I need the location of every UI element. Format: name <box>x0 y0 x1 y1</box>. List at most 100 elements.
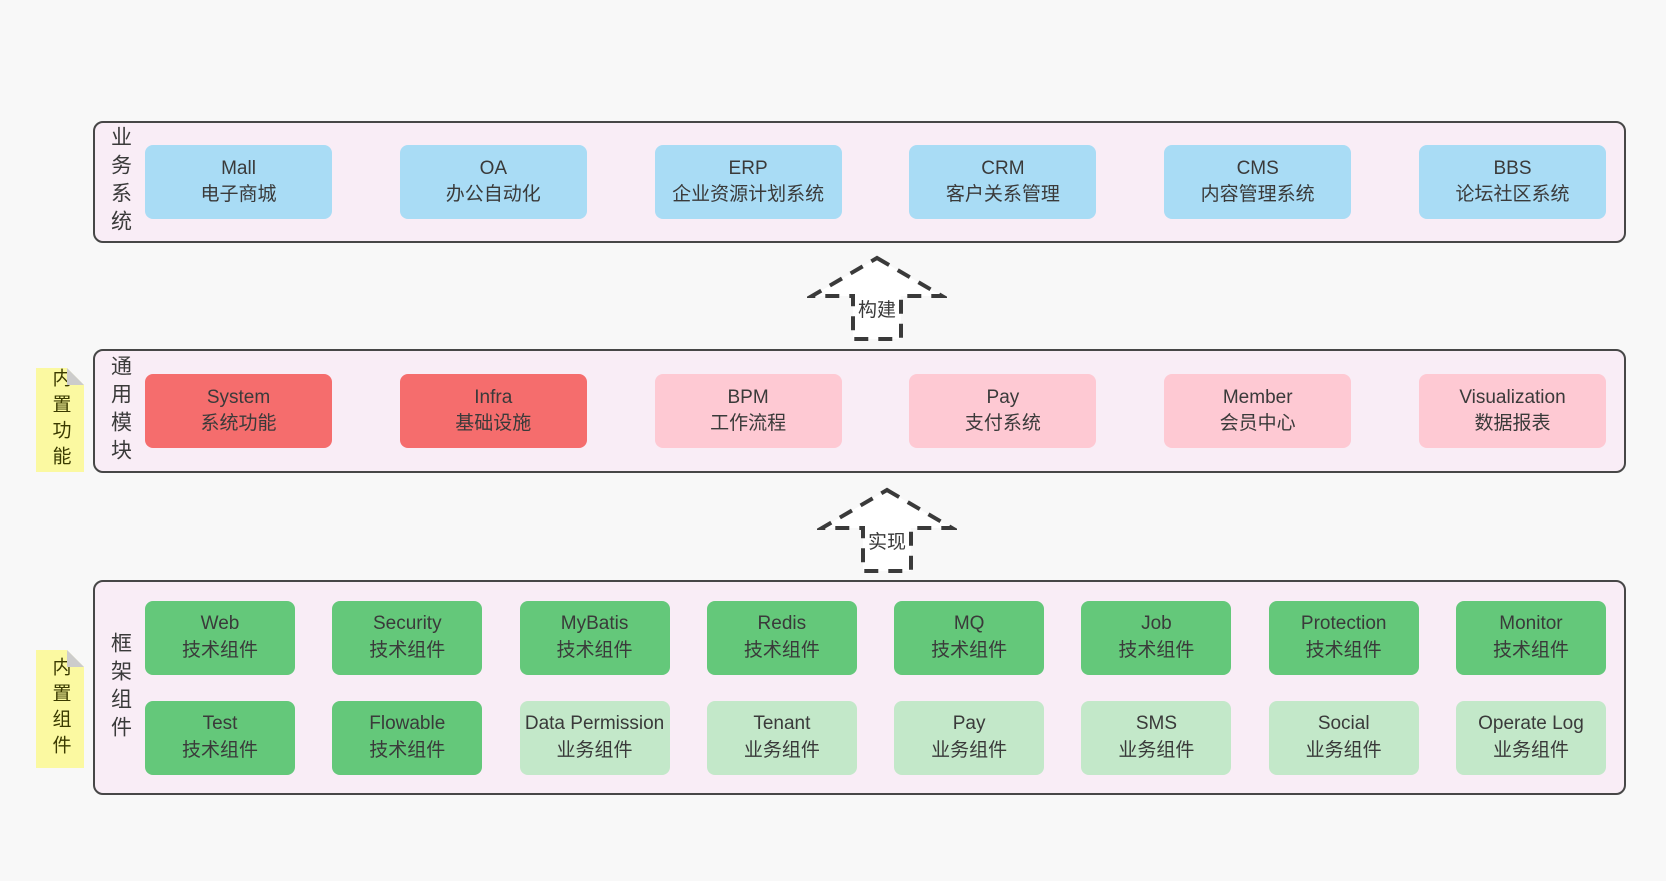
box-title: Pay <box>952 713 986 735</box>
box-subtitle: 企业资源计划系统 <box>672 184 825 205</box>
box-title: Monitor <box>1499 613 1563 635</box>
box-title: SMS <box>1135 713 1177 735</box>
box-subtitle: 业务组件 <box>743 739 820 761</box>
module-boxes: System 系统功能 Infra 基础设施 BPM 工作流程 Pay 支付系统… <box>145 351 1624 471</box>
box-flowable: Flowable 技术组件 <box>332 700 483 775</box>
box-subtitle: 会员中心 <box>1219 413 1296 434</box>
framework-row-1: Web 技术组件 Security 技术组件 MyBatis 技术组件 Redi… <box>145 600 1606 675</box>
box-subtitle: 业务组件 <box>1118 739 1195 761</box>
folded-corner-icon <box>67 368 84 385</box>
box-title: Security <box>372 613 442 635</box>
box-title: Web <box>200 613 240 635</box>
box-subtitle: 业务组件 <box>1492 739 1569 761</box>
box-subtitle: 论坛社区系统 <box>1455 184 1570 205</box>
box-title: Member <box>1222 386 1293 408</box>
box-subtitle: 技术组件 <box>931 639 1008 661</box>
box-subtitle: 办公自动化 <box>445 184 541 205</box>
box-subtitle: 支付系统 <box>964 413 1041 434</box>
common-modules-band: 通用模块 System 系统功能 Infra 基础设施 BPM 工作流程 Pay… <box>93 349 1626 473</box>
box-title: Job <box>1141 613 1172 635</box>
box-title: ERP <box>728 157 768 179</box>
box-title: BBS <box>1493 157 1532 179</box>
box-mq: MQ 技术组件 <box>894 600 1045 675</box>
box-sms: SMS 业务组件 <box>1081 700 1232 775</box>
business-systems-band: 业务系统 Mall 电子商城 OA 办公自动化 ERP 企业资源计划系统 CRM… <box>93 121 1626 243</box>
build-arrow-label: 构建 <box>854 295 900 322</box>
box-bpm: BPM 工作流程 <box>654 374 842 448</box>
business-boxes: Mall 电子商城 OA 办公自动化 ERP 企业资源计划系统 CRM 客户关系… <box>145 123 1624 241</box>
box-job: Job 技术组件 <box>1081 600 1232 675</box>
band-label-modules: 通用模块 <box>95 351 145 471</box>
box-oa: OA 办公自动化 <box>399 145 587 219</box>
band-label-business: 业务系统 <box>95 123 145 241</box>
implement-arrow: 实现 <box>817 487 957 575</box>
box-title: Visualization <box>1459 386 1566 408</box>
box-operate-log: Operate Log 业务组件 <box>1455 700 1606 775</box>
box-subtitle: 工作流程 <box>710 413 787 434</box>
box-crm: CRM 客户关系管理 <box>909 145 1097 219</box>
box-test: Test 技术组件 <box>145 700 295 775</box>
framework-row-2: Test 技术组件 Flowable 技术组件 Data Permission … <box>145 700 1606 775</box>
box-subtitle: 基础设施 <box>455 413 532 434</box>
box-title: Mall <box>221 157 256 179</box>
box-social: Social 业务组件 <box>1268 700 1419 775</box>
box-subtitle: 技术组件 <box>369 639 446 661</box>
box-title: System <box>206 386 271 408</box>
box-title: OA <box>479 157 508 179</box>
box-subtitle: 电子商城 <box>200 184 277 205</box>
box-bbs: BBS 论坛社区系统 <box>1418 145 1606 219</box>
box-web: Web 技术组件 <box>145 600 295 675</box>
box-tenant: Tenant 业务组件 <box>706 700 857 775</box>
box-title: Data Permission <box>524 713 665 735</box>
box-subtitle: 业务组件 <box>556 739 633 761</box>
band-label-text: 业务系统 <box>108 126 132 238</box>
framework-components-band: 框架组件 Web 技术组件 Security 技术组件 MyBatis 技术组件… <box>93 580 1626 795</box>
box-title: CRM <box>981 157 1025 179</box>
box-title: Redis <box>757 613 807 635</box>
box-security: Security 技术组件 <box>332 600 483 675</box>
band-label-framework: 框架组件 <box>95 582 145 793</box>
box-title: Tenant <box>753 713 811 735</box>
box-subtitle: 技术组件 <box>1118 639 1195 661</box>
box-visualization: Visualization 数据报表 <box>1418 374 1606 448</box>
box-subtitle: 技术组件 <box>556 639 633 661</box>
box-subtitle: 内容管理系统 <box>1200 184 1315 205</box>
box-subtitle: 业务组件 <box>1305 739 1382 761</box>
box-title: Social <box>1317 713 1370 735</box>
build-arrow: 构建 <box>807 255 947 343</box>
box-subtitle: 数据报表 <box>1474 413 1551 434</box>
box-subtitle: 业务组件 <box>931 739 1008 761</box>
box-mall: Mall 电子商城 <box>145 145 332 219</box>
box-subtitle: 客户关系管理 <box>945 184 1060 205</box>
box-subtitle: 技术组件 <box>181 739 258 761</box>
box-title: CMS <box>1236 157 1279 179</box>
sticky-note-built-in-components: 内置组件 <box>36 650 84 768</box>
box-title: BPM <box>727 386 769 408</box>
band-label-text: 通用模块 <box>108 355 132 467</box>
box-pay-component: Pay 业务组件 <box>894 700 1045 775</box>
box-title: Operate Log <box>1478 713 1584 735</box>
box-monitor: Monitor 技术组件 <box>1455 600 1606 675</box>
box-subtitle: 技术组件 <box>1305 639 1382 661</box>
box-data-permission: Data Permission 业务组件 <box>519 700 670 775</box>
implement-arrow-label: 实现 <box>864 527 910 554</box>
box-subtitle: 技术组件 <box>369 739 446 761</box>
box-title: Protection <box>1300 613 1387 635</box>
box-cms: CMS 内容管理系统 <box>1164 145 1352 219</box>
box-title: Flowable <box>369 713 446 735</box>
box-mybatis: MyBatis 技术组件 <box>519 600 670 675</box>
box-title: Infra <box>474 386 513 408</box>
box-subtitle: 技术组件 <box>181 639 258 661</box>
box-erp: ERP 企业资源计划系统 <box>654 145 842 219</box>
box-member: Member 会员中心 <box>1164 374 1352 448</box>
box-title: Test <box>202 713 238 735</box>
box-system: System 系统功能 <box>145 374 332 448</box>
box-subtitle: 技术组件 <box>1492 639 1569 661</box>
sticky-note-built-in-functions: 内置功能 <box>36 368 84 472</box>
box-subtitle: 技术组件 <box>743 639 820 661</box>
box-title: MyBatis <box>560 613 629 635</box>
sticky-note-text: 内置功能 <box>49 368 71 472</box>
band-label-text: 框架组件 <box>108 631 132 744</box>
box-pay-module: Pay 支付系统 <box>909 374 1097 448</box>
